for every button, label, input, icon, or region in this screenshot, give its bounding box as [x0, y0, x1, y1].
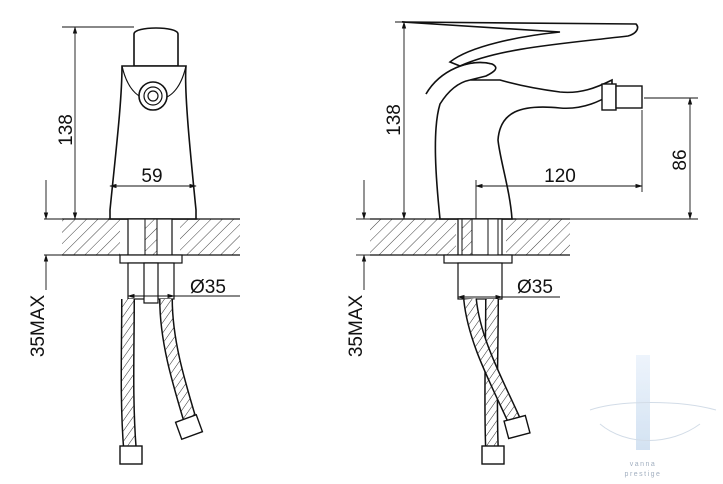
right-height-label: 138 — [384, 104, 405, 136]
left-diameter-label: Ø35 — [190, 277, 226, 298]
right-spout-height-label: 86 — [670, 149, 691, 170]
right-reach-dimension: 120 — [475, 110, 643, 219]
right-hoses — [463, 298, 531, 465]
left-height-label: 138 — [56, 114, 77, 146]
right-reach-label: 120 — [544, 166, 576, 187]
right-mounting-stud — [443, 218, 513, 300]
left-diameter-dimension: Ø35 — [127, 277, 240, 299]
left-faucet-body — [108, 27, 198, 220]
right-max-thickness-dimension: 35MAX — [346, 180, 367, 357]
left-height-dimension: 138 — [56, 26, 134, 220]
left-width-label: 59 — [141, 166, 162, 187]
watermark-line1: vanna — [630, 461, 657, 468]
watermark-line2: prestige — [625, 471, 662, 478]
left-mounting-stud — [119, 218, 183, 304]
watermark-logo: vanna prestige — [589, 355, 717, 478]
right-max-label: 35MAX — [346, 295, 367, 358]
right-height-dimension: 138 — [384, 21, 430, 220]
right-diameter-label: Ø35 — [517, 277, 553, 298]
right-diameter-dimension: Ø35 — [457, 277, 560, 300]
left-max-label: 35MAX — [28, 295, 49, 358]
left-hoses — [119, 298, 204, 465]
right-view: 138 86 120 Ø35 35MAX — [346, 21, 698, 465]
right-spout-height-dimension: 86 — [570, 97, 698, 220]
left-max-thickness-dimension: 35MAX — [28, 180, 49, 357]
right-faucet-body — [401, 21, 643, 220]
left-width-dimension: 59 — [109, 166, 197, 189]
left-view: 138 59 Ø35 35MAX — [28, 26, 240, 465]
